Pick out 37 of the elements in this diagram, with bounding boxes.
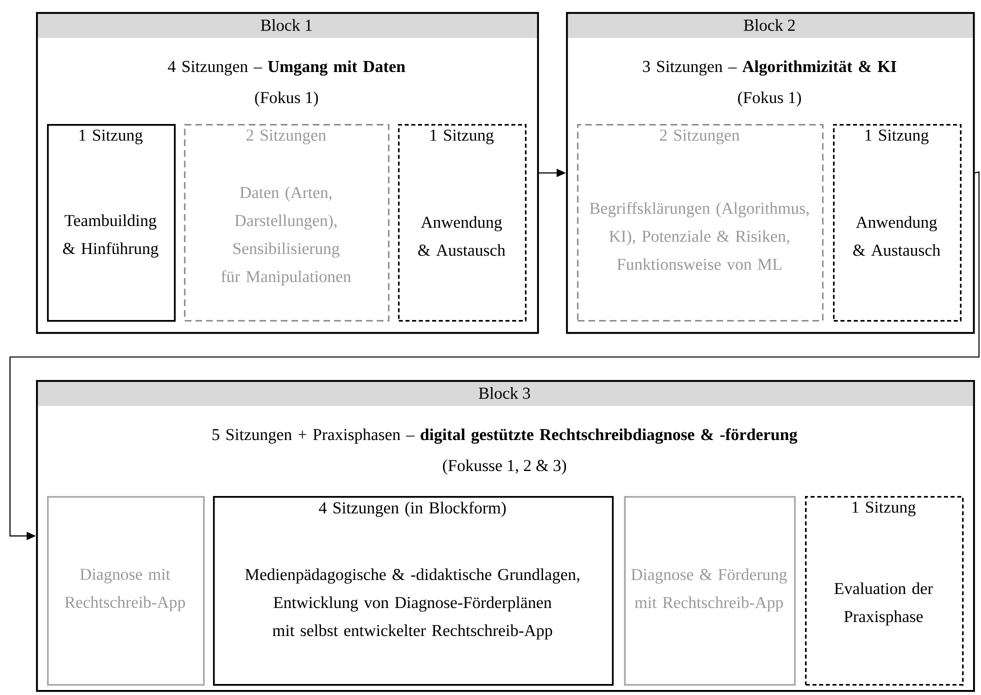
session-text: Medienpädagogische & -didaktische Grundlagen, Entwicklung von Diagnose-Förderplänen mit selbst entwickelter Rechtschreib-App [245,568,580,640]
session-heading: 2 Sitzungen [246,130,326,144]
block-box [36,12,539,334]
session-text: Diagnose mit Rechtschreib-App [64,568,185,612]
block-heading: Block 1 [260,19,312,31]
block-title: 3 Sitzungen – Algorithmizität & KI [643,60,896,76]
session-text: Anwendung & Austausch [418,216,506,256]
session-heading: 1 Sitzung [852,502,916,516]
session-text: Teambuilding & Hinführung [63,214,158,258]
session-box [833,124,962,322]
session-box [805,496,964,686]
block-title: 5 Sitzungen + Praxisphasen – digital gestützte Rechtschreibdiagnose & -förderung [212,428,798,444]
session-heading: 1 Sitzung [430,130,494,144]
block-focus: (Fokus 1) [738,91,801,107]
block-heading: Block 2 [744,19,795,31]
session-box [47,124,176,322]
session-box [577,124,824,322]
session-box [47,496,205,686]
block-focus: (Fokus 1) [255,91,318,107]
block-box [36,380,975,692]
session-heading: 1 Sitzung [866,130,929,144]
block-heading: Block 3 [478,387,530,399]
block-focus: (Fokusse 1, 2 & 3) [442,459,566,475]
session-heading: 2 Sitzungen [660,130,740,144]
session-heading: 1 Sitzung [80,130,143,144]
session-text: Anwendung & Austausch [853,216,940,256]
session-heading: 4 Sitzungen (in Blockform) [318,502,506,517]
session-box [624,496,796,686]
session-box [398,124,527,322]
block-box [566,12,975,334]
session-box [213,496,614,686]
session-text: Begriffsklärungen (Algorithmus, KI), Potenziale & Risiken, Funktionsweise von ML [590,202,809,270]
session-text: Daten (Arten, Darstellungen), Sensibilisierung für Manipulationen [221,186,352,286]
session-text: Evaluation der Praxisphase [834,582,933,626]
session-text: Diagnose & Förderung mit Rechtschreib-App [631,568,787,612]
block-title: 4 Sitzungen – Umgang mit Daten [168,60,406,76]
session-box [184,124,390,322]
